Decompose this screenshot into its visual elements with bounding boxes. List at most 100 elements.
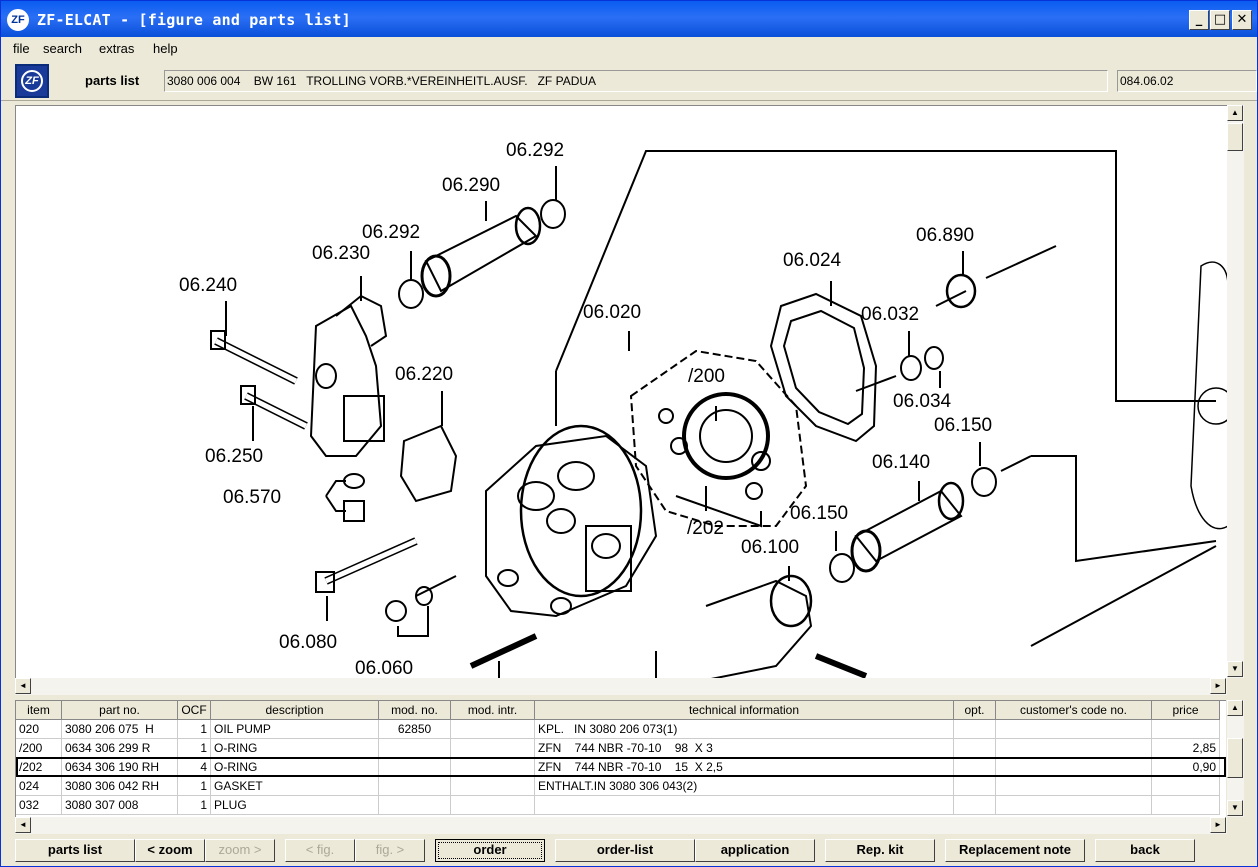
table-cell-opt[interactable] [954,777,996,796]
col-mod-intr[interactable]: mod. intr. [451,701,535,720]
table-cell-price[interactable] [1152,796,1220,815]
callout-202[interactable]: /202 [687,518,724,539]
table-cell-price[interactable]: 2,85 [1152,739,1220,758]
col-technical-information[interactable]: technical information [535,701,954,720]
title-bar[interactable]: ZF ZF-ELCAT - [figure and parts list] _ … [1,1,1257,37]
table-cell-description[interactable]: PLUG [211,796,379,815]
col-customers-code[interactable]: customer's code no. [996,701,1152,720]
table-scroll-up-icon[interactable]: ▲ [1227,700,1243,716]
next-figure-button[interactable]: fig. > [355,839,425,862]
table-cell-description[interactable]: O-RING [211,739,379,758]
zoom-in-button[interactable]: zoom > [205,839,275,862]
table-cell-part-no[interactable]: 3080 307 008 [62,796,178,815]
application-button[interactable]: application [695,839,815,862]
callout-06-100[interactable]: 06.100 [741,537,799,558]
table-cell-ocf[interactable]: 1 [178,739,211,758]
scroll-left-icon[interactable]: ◄ [15,678,31,694]
table-cell-mod-no[interactable] [379,777,451,796]
table-cell-mod-no[interactable]: 62850 [379,720,451,739]
callout-06-570[interactable]: 06.570 [223,487,281,508]
callout-06-150-a[interactable]: 06.150 [934,415,992,436]
callout-06-032[interactable]: 06.032 [861,304,919,325]
table-cell-item[interactable]: 024 [16,777,62,796]
table-scroll-right-icon[interactable]: ► [1210,817,1226,833]
parts-list-button[interactable]: parts list [15,839,135,862]
callout-06-024[interactable]: 06.024 [783,250,842,271]
table-cell-opt[interactable] [954,796,996,815]
table-scroll-down-icon[interactable]: ▼ [1227,800,1243,816]
callout-06-230[interactable]: 06.230 [312,243,370,264]
callout-06-060[interactable]: 06.060 [355,658,413,678]
table-cell-opt[interactable] [954,720,996,739]
menu-help[interactable]: help [153,41,178,56]
col-opt[interactable]: opt. [954,701,996,720]
table-cell-part-no[interactable]: 3080 206 075 H [62,720,178,739]
callout-06-220[interactable]: 06.220 [395,364,453,385]
callout-06-290[interactable]: 06.290 [442,175,500,196]
table-cell-mod-intr[interactable] [451,739,535,758]
back-button[interactable]: back [1095,839,1195,862]
table-cell-customer[interactable] [996,796,1152,815]
table-horizontal-scrollbar[interactable]: ◄ ► [15,817,1227,834]
table-cell-item[interactable]: 032 [16,796,62,815]
table-cell-mod-no[interactable] [379,739,451,758]
prev-figure-button[interactable]: < fig. [285,839,355,862]
table-cell-item[interactable]: 020 [16,720,62,739]
table-vertical-scrollbar[interactable]: ▲ ▼ [1227,700,1244,817]
table-cell-tech[interactable]: ZFN 744 NBR -70-10 98 X 3 [535,739,954,758]
scroll-down-icon[interactable]: ▼ [1227,661,1243,677]
table-cell-tech[interactable] [535,796,954,815]
table-cell-part-no[interactable]: 0634 306 299 R [62,739,178,758]
table-cell-customer[interactable] [996,777,1152,796]
table-cell-customer[interactable] [996,739,1152,758]
table-vertical-thumb[interactable] [1227,738,1243,778]
menu-search[interactable]: search [43,41,83,56]
table-cell-mod-intr[interactable] [451,777,535,796]
figure-vertical-thumb[interactable] [1227,123,1243,151]
col-price[interactable]: price [1152,701,1220,720]
callout-06-080[interactable]: 06.080 [279,632,337,653]
callout-06-292-a[interactable]: 06.292 [506,140,564,161]
table-cell-item[interactable]: /200 [16,739,62,758]
table-cell-mod-intr[interactable] [451,720,535,739]
table-cell-ocf[interactable]: 1 [178,720,211,739]
exploded-view-figure[interactable]: 06.292 06.290 06.292 06.230 06.240 06.25… [15,105,1227,678]
order-button[interactable]: order [435,839,545,862]
table-cell-ocf[interactable]: 1 [178,777,211,796]
table-cell-ocf[interactable]: 1 [178,796,211,815]
col-item[interactable]: item [16,701,62,720]
scroll-right-icon[interactable]: ► [1210,678,1226,694]
close-button[interactable]: ✕ [1232,10,1252,30]
table-cell-price[interactable] [1152,720,1220,739]
rep-kit-button[interactable]: Rep. kit [825,839,935,862]
figure-vertical-scrollbar[interactable]: ▲ ▼ [1227,105,1244,678]
table-cell-part-no[interactable]: 3080 306 042 RH [62,777,178,796]
callout-06-140[interactable]: 06.140 [872,452,930,473]
menu-file[interactable]: file [13,41,30,56]
zoom-out-button[interactable]: < zoom [135,839,205,862]
table-cell-opt[interactable] [954,739,996,758]
minimize-button[interactable]: _ [1189,10,1209,30]
table-cell-mod-intr[interactable] [451,796,535,815]
table-cell-tech[interactable]: KPL. IN 3080 206 073(1) [535,720,954,739]
table-cell-customer[interactable] [996,720,1152,739]
col-mod-no[interactable]: mod. no. [379,701,451,720]
scroll-up-icon[interactable]: ▲ [1227,105,1243,121]
callout-06-890[interactable]: 06.890 [916,225,974,246]
table-cell-price[interactable] [1152,777,1220,796]
figure-horizontal-scrollbar[interactable]: ◄ ► [15,678,1227,695]
order-list-button[interactable]: order-list [555,839,695,862]
col-part-no[interactable]: part no. [62,701,178,720]
col-description[interactable]: description [211,701,379,720]
col-ocf[interactable]: OCF [178,701,211,720]
callout-06-250[interactable]: 06.250 [205,446,263,467]
menu-extras[interactable]: extras [99,41,135,56]
table-cell-mod-no[interactable] [379,796,451,815]
callout-06-292-b[interactable]: 06.292 [362,222,420,243]
table-cell-tech[interactable]: ENTHALT.IN 3080 306 043(2) [535,777,954,796]
maximize-button[interactable]: □ [1210,10,1230,30]
callout-200[interactable]: /200 [688,366,725,387]
table-cell-description[interactable]: GASKET [211,777,379,796]
callout-06-150-b[interactable]: 06.150 [790,503,848,524]
callout-06-020[interactable]: 06.020 [583,302,641,323]
